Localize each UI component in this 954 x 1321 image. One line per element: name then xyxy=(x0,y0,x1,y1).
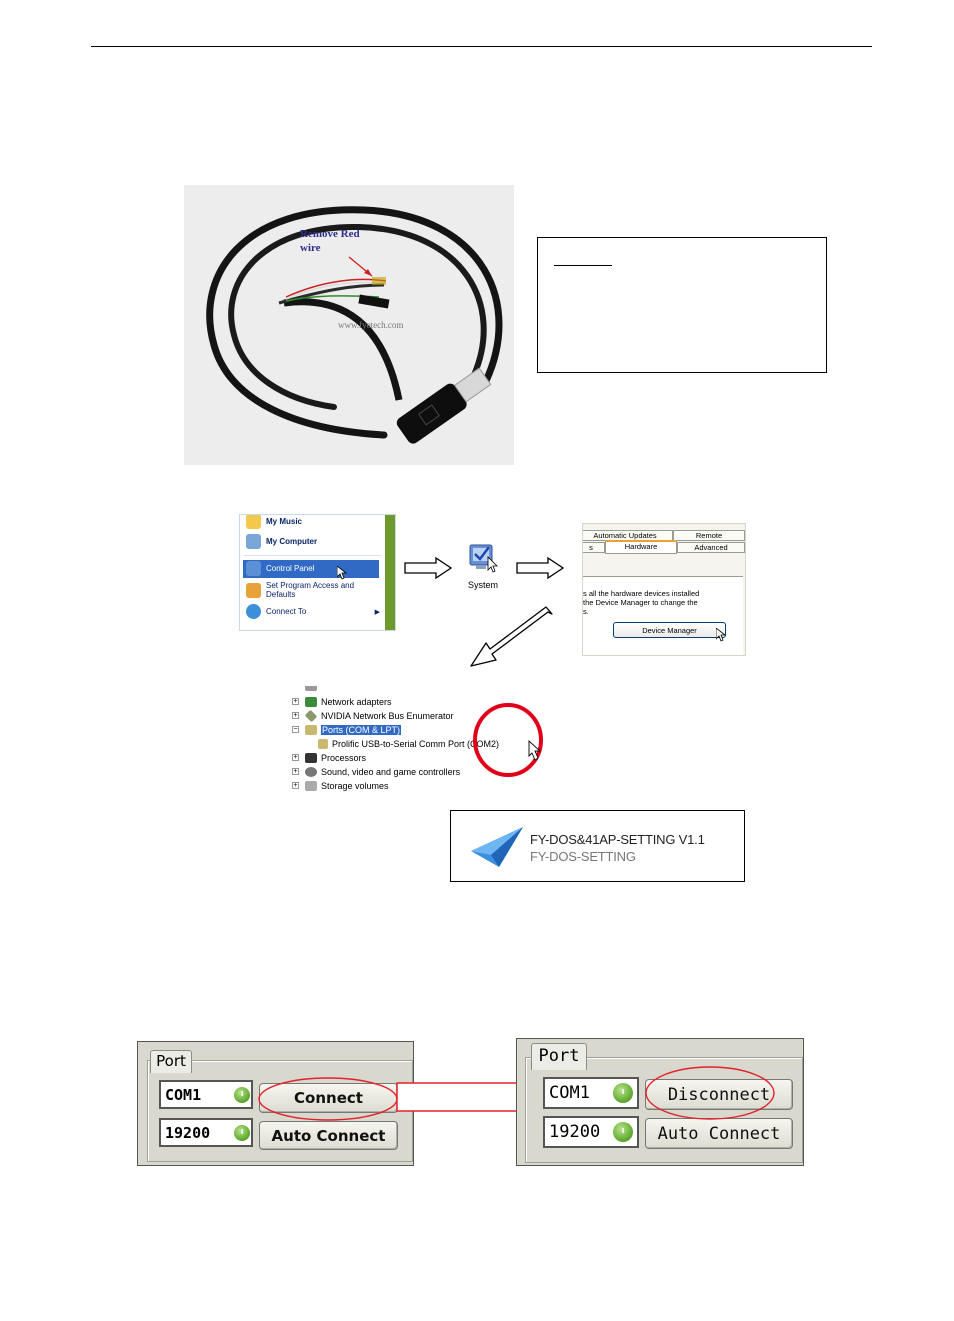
port-icon xyxy=(305,724,317,735)
cable-drawing xyxy=(184,185,514,465)
menu-item-set-program-access[interactable]: Set Program Access and Defaults xyxy=(246,581,354,599)
expand-icon[interactable]: + xyxy=(292,754,299,761)
photo-annotation: Remove Red wire xyxy=(300,227,360,255)
processor-icon xyxy=(305,752,317,763)
tree-row-sound[interactable]: + Sound, video and game controllers xyxy=(292,766,461,777)
note-heading-underline xyxy=(554,265,612,266)
network-adapter-icon xyxy=(305,696,317,707)
device-manager-button[interactable]: Device Manager xyxy=(613,622,726,638)
computer-icon xyxy=(246,534,261,549)
start-menu-edge xyxy=(385,515,395,630)
serial-port-icon xyxy=(318,738,328,749)
auto-connect-button[interactable]: Auto Connect xyxy=(259,1121,398,1150)
port-groupbox xyxy=(525,1057,803,1163)
storage-icon xyxy=(305,780,317,791)
tab-partial[interactable]: s xyxy=(583,542,605,553)
port-select[interactable]: COM1 xyxy=(159,1080,253,1109)
right-arrow-icon xyxy=(404,557,452,579)
highlight-ellipse xyxy=(258,1077,398,1121)
system-applet[interactable]: System xyxy=(462,543,504,590)
tab-hardware[interactable]: Hardware xyxy=(605,540,677,554)
tree-row-partial xyxy=(292,686,321,692)
port-select[interactable]: COM1 xyxy=(543,1077,639,1109)
hardware-text-line-2: the Device Manager to change the xyxy=(583,598,698,607)
dropdown-arrow-icon[interactable] xyxy=(234,1125,250,1141)
diagonal-arrow-icon xyxy=(470,606,553,667)
program-access-icon xyxy=(246,583,261,598)
menu-item-control-panel[interactable]: Control Panel xyxy=(246,561,314,576)
mouse-cursor-icon xyxy=(716,628,726,642)
system-label: System xyxy=(467,580,498,590)
system-properties-hardware-tab: Automatic Updates Remote s Hardware Adva… xyxy=(582,523,746,656)
mouse-cursor-icon xyxy=(337,566,347,580)
dropdown-arrow-icon[interactable] xyxy=(234,1087,250,1103)
control-panel-icon xyxy=(246,561,261,576)
menu-item-my-computer[interactable]: My Computer xyxy=(246,534,317,549)
menu-separator xyxy=(244,555,381,556)
right-arrow-icon xyxy=(516,557,564,579)
port-group-label: Port xyxy=(150,1050,192,1073)
globe-icon xyxy=(246,604,261,619)
tree-row-prolific-port[interactable]: Prolific USB-to-Serial Comm Port (COM2) xyxy=(318,737,499,750)
expand-icon[interactable]: + xyxy=(292,712,299,719)
paper-plane-icon xyxy=(471,827,523,867)
expand-icon[interactable]: + xyxy=(292,768,299,775)
tree-row-network-adapters[interactable]: + Network adapters xyxy=(292,696,392,707)
expand-icon[interactable]: + xyxy=(292,698,299,705)
tab-advanced[interactable]: Advanced xyxy=(677,542,745,553)
annotation-line-1: Remove Red xyxy=(300,228,360,240)
app-shortcut-tile[interactable]: FY-DOS&41AP-SETTING V1.1 FY-DOS-SETTING xyxy=(450,810,745,882)
hardware-text-line-3: s. xyxy=(583,607,589,616)
menu-item-my-music[interactable]: My Music xyxy=(246,515,302,529)
speaker-icon xyxy=(305,766,317,777)
app-title: FY-DOS&41AP-SETTING V1.1 xyxy=(530,832,705,847)
start-menu-screenshot: My Music My Computer Control Panel Set P… xyxy=(239,514,396,631)
port-group-label: Port xyxy=(531,1043,587,1070)
tree-row-processors[interactable]: + Processors xyxy=(292,752,367,763)
usb-cable-photo: Remove Red wire www.fyetech.com xyxy=(184,185,514,465)
tree-row-storage[interactable]: + Storage volumes xyxy=(292,780,389,791)
note-box xyxy=(537,237,827,373)
tree-row-nvidia-bus[interactable]: + NVIDIA Network Bus Enumerator xyxy=(292,709,454,722)
dropdown-arrow-icon[interactable] xyxy=(613,1122,633,1142)
annotation-line-2: wire xyxy=(300,242,321,254)
collapse-icon[interactable]: − xyxy=(292,726,299,733)
dropdown-arrow-icon[interactable] xyxy=(613,1083,633,1103)
photo-watermark: www.fyetech.com xyxy=(338,320,404,330)
connect-button[interactable]: Connect xyxy=(259,1083,398,1113)
bus-enumerator-icon xyxy=(304,709,318,722)
menu-item-connect-to[interactable]: Connect To ▶ xyxy=(246,604,380,619)
header-rule xyxy=(91,46,872,47)
tab-remote[interactable]: Remote xyxy=(673,530,745,541)
submenu-arrow-icon: ▶ xyxy=(374,608,380,616)
app-subtitle: FY-DOS-SETTING xyxy=(530,849,636,864)
port-panel-before: Port COM1 19200 Connect Auto Connect xyxy=(137,1041,414,1166)
highlight-ellipse xyxy=(645,1066,775,1120)
disconnect-button[interactable]: Disconnect xyxy=(645,1079,793,1110)
system-icon xyxy=(469,544,498,573)
highlight-circle xyxy=(473,703,543,777)
hardware-text-line-1: s all the hardware devices installed xyxy=(583,589,700,598)
music-folder-icon xyxy=(246,515,261,529)
expand-icon[interactable]: + xyxy=(292,782,299,789)
baud-select[interactable]: 19200 xyxy=(543,1116,639,1148)
auto-connect-button[interactable]: Auto Connect xyxy=(645,1118,793,1149)
menu-highlight xyxy=(243,560,379,578)
baud-select[interactable]: 19200 xyxy=(159,1118,253,1147)
hardware-tab-body: s all the hardware devices installed the… xyxy=(583,576,743,655)
tree-row-ports[interactable]: − Ports (COM & LPT) xyxy=(292,724,402,735)
port-panel-after: Port COM1 19200 Disconnect Auto Connect xyxy=(516,1038,804,1166)
